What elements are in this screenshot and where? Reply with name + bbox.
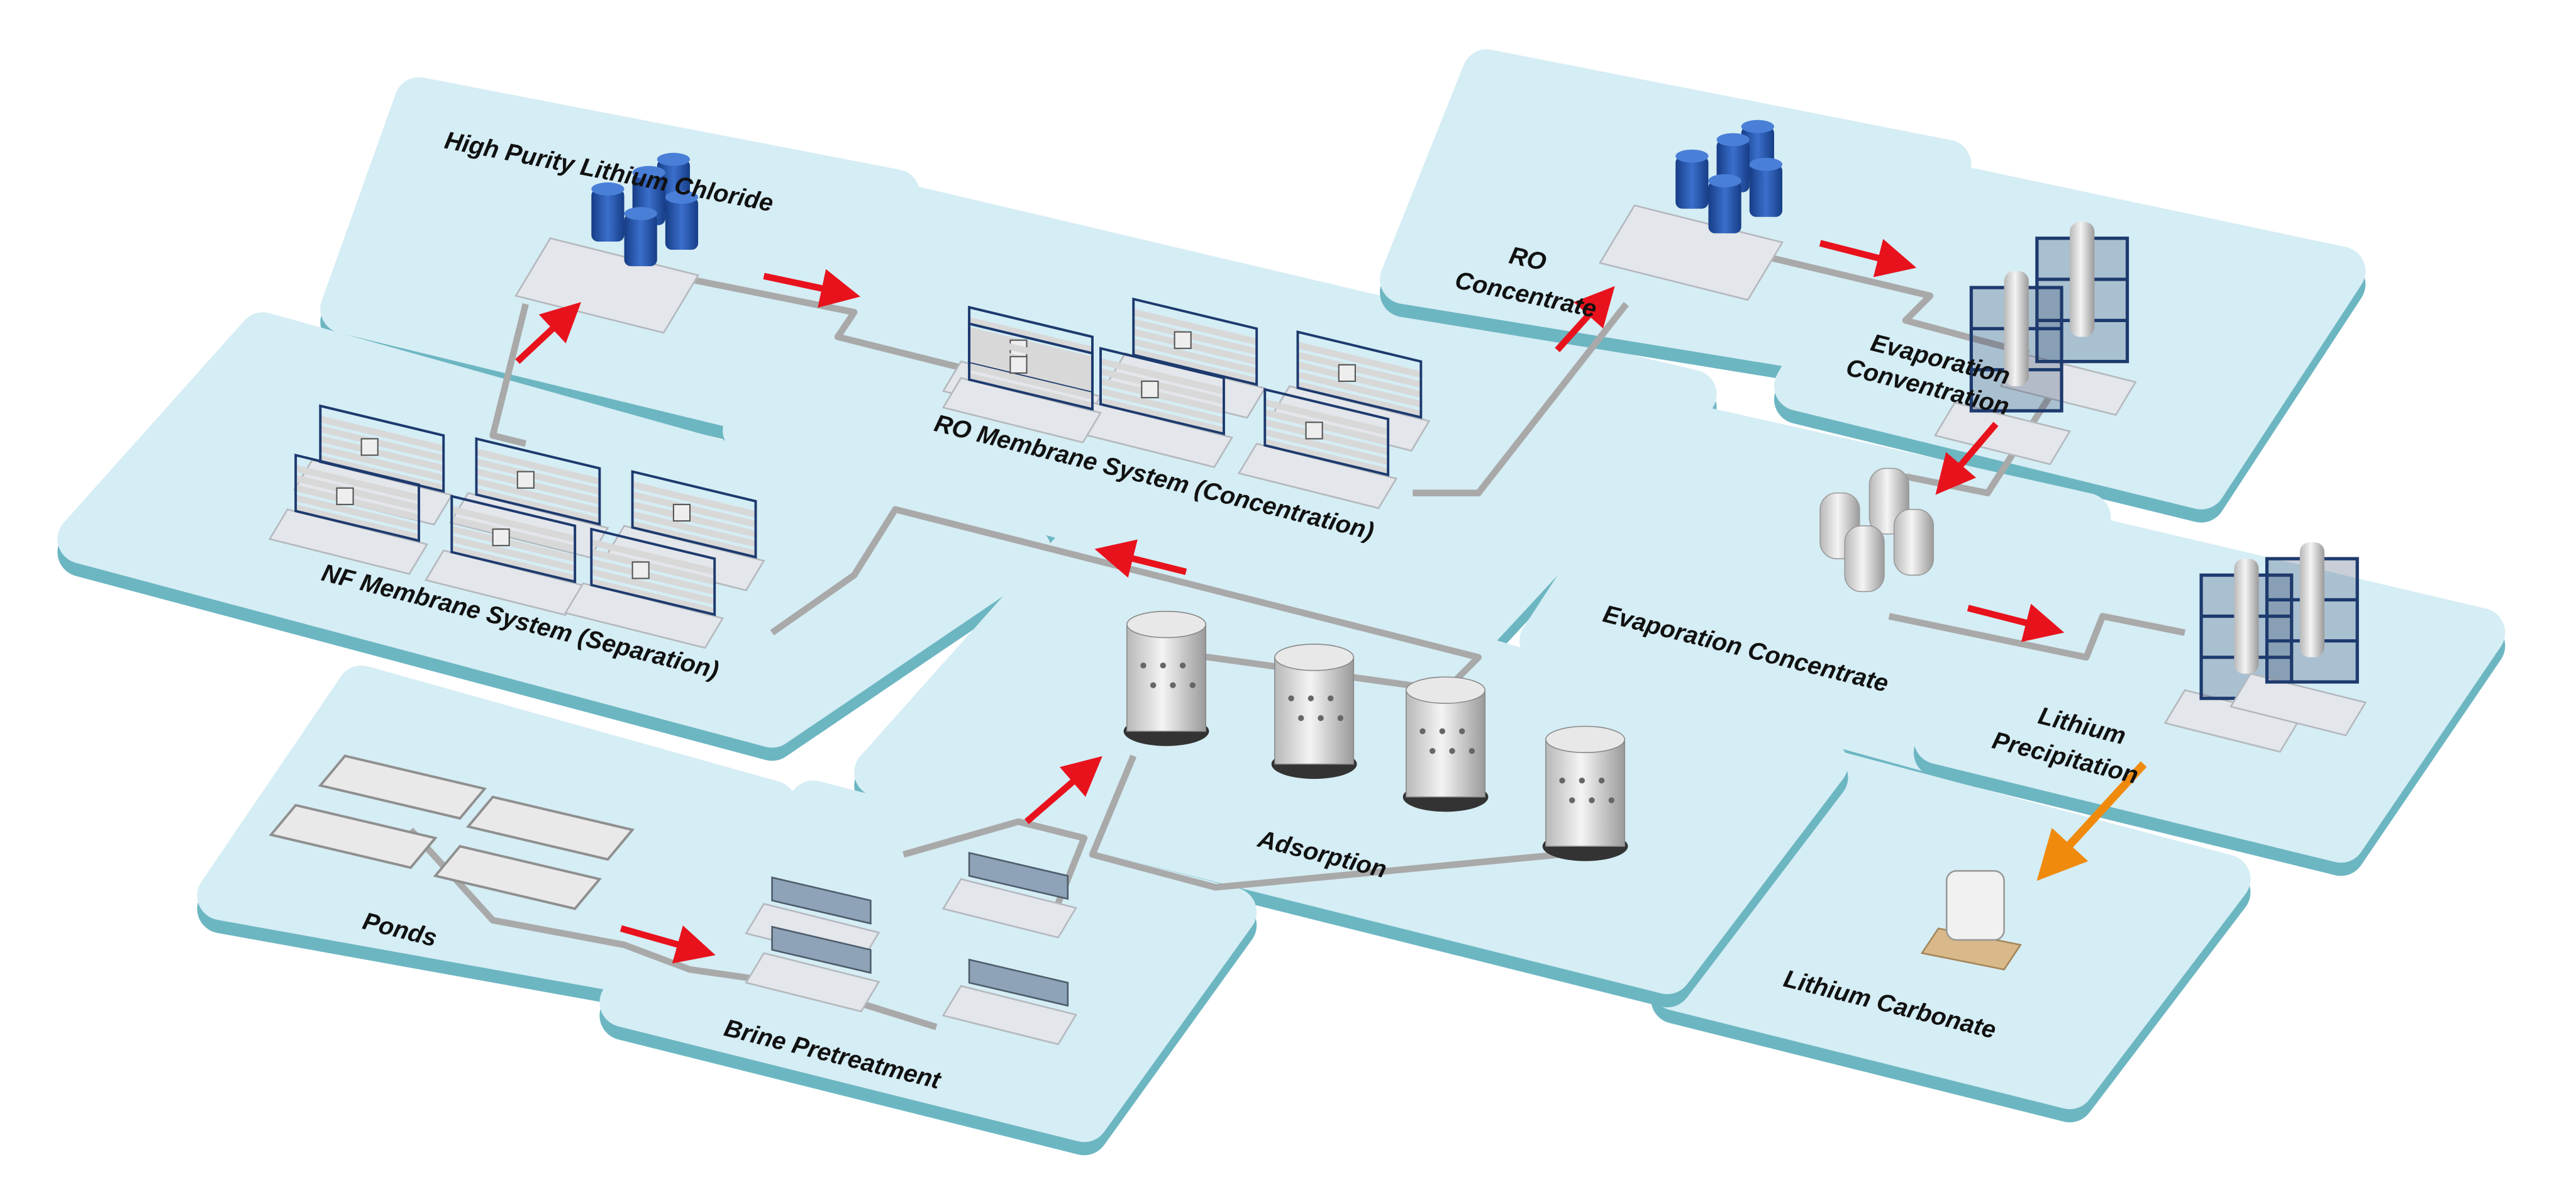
pressure-vessel (1893, 508, 1935, 576)
adsorption-column (1402, 676, 1489, 812)
adsorption-column (1123, 610, 1209, 746)
panel-evap-conv (1774, 156, 2366, 523)
arrow-to-carbonate (2036, 761, 2147, 881)
adsorption-column (1542, 725, 1628, 861)
flow-arrows (515, 238, 2147, 964)
ro-membrane-rack (1237, 388, 1398, 510)
evaporator-tower (1933, 271, 2072, 466)
arrow-concentrate-to-evap (1819, 238, 1917, 277)
precipitation-reactor-frame (2229, 542, 2367, 737)
arrow-adsorption-to-nf (1094, 539, 1187, 578)
nf-membrane-rack (425, 494, 585, 617)
ro-membrane-rack (1270, 330, 1431, 452)
arrow-ponds-to-brine (619, 925, 716, 964)
ro-membrane-rack (941, 322, 1102, 444)
ro-membrane-rack (1073, 347, 1234, 468)
evaporation-ponds (269, 754, 635, 910)
nf-membrane-rack (268, 454, 429, 575)
filter-press (745, 925, 880, 1013)
filter-press (941, 958, 1077, 1046)
pipe-network (408, 251, 2185, 1030)
hplc-tank-cluster (514, 152, 700, 334)
arrow-to-precipitation (1967, 603, 2065, 642)
ro-concentrate-tank-cluster (1599, 120, 1784, 301)
filter-press (941, 851, 1077, 939)
pressure-vessel (1844, 525, 1885, 593)
nf-membrane-rack (564, 527, 724, 649)
adsorption-column (1271, 644, 1357, 779)
arrow-nf-to-hplc (515, 302, 582, 364)
arrow-ro-to-concentrate (1555, 286, 1615, 352)
lithium-carbonate-bulk-bag (1920, 870, 2022, 971)
arrow-hplc-to-ro (763, 269, 861, 308)
nf-membrane-rack (605, 470, 765, 591)
arrow-evap-down (1935, 422, 1999, 495)
arrow-brine-to-adsorption (1024, 756, 1102, 824)
precipitation-reactor-frame (2163, 559, 2301, 753)
